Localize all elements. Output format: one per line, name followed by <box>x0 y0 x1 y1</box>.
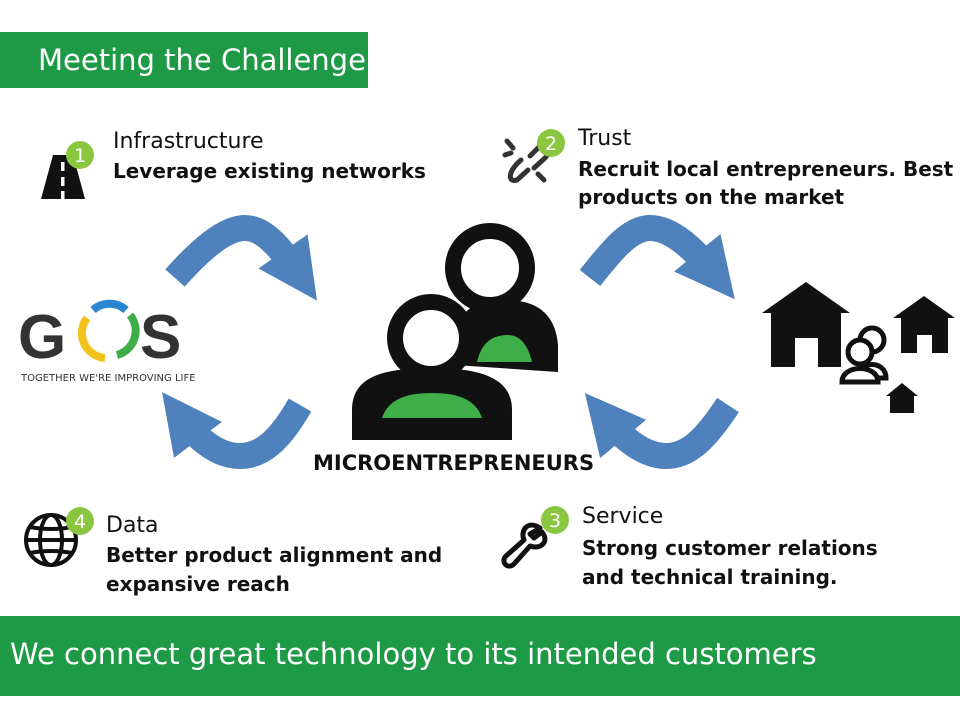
logo-letter-s: S <box>140 303 181 372</box>
step-1-badge: 1 <box>66 141 94 169</box>
step-4-title: Data <box>106 513 159 538</box>
step-4-desc-line-2: expansive reach <box>106 572 290 596</box>
step-2-number: 2 <box>545 133 557 155</box>
arrow-customers-to-center <box>584 393 739 470</box>
step-2-badge: 2 <box>537 129 565 157</box>
step-3-desc-line-2: and technical training. <box>582 565 838 589</box>
arrow-logo-to-center <box>165 214 318 301</box>
logo-letter-g: G <box>18 303 66 372</box>
step-4-badge: 4 <box>66 507 94 535</box>
center-label: MICROENTREPRENEURS <box>313 451 595 475</box>
title-bar: Meeting the Challenge <box>0 32 368 88</box>
step-3-number: 3 <box>549 510 561 532</box>
arrow-center-to-logo <box>162 392 312 470</box>
logo-tagline: TOGETHER WE'RE IMPROVING LIFE <box>21 373 196 384</box>
step-2-desc-line-2: products on the market <box>578 185 845 209</box>
step-2-desc-line-1: Recruit local entrepreneurs. Best <box>578 157 954 181</box>
slide-title: Meeting the Challenge <box>38 43 366 77</box>
step-1-desc-line-1: Leverage existing networks <box>113 159 426 183</box>
step-3-badge: 3 <box>541 506 569 534</box>
step-1-title: Infrastructure <box>113 129 264 154</box>
step-2-title: Trust <box>578 126 632 151</box>
wrench-icon <box>501 522 548 569</box>
step-1-number: 1 <box>74 145 86 167</box>
step-4-number: 4 <box>74 511 86 533</box>
step-3-desc-line-1: Strong customer relations <box>582 536 878 560</box>
step-3-title: Service <box>582 504 664 529</box>
arrow-center-to-customers <box>579 214 735 300</box>
footer-text: We connect great technology to its inten… <box>10 637 817 671</box>
footer-bar: We connect great technology to its inten… <box>0 616 960 696</box>
gcs-ring-logo <box>77 299 140 362</box>
houses-icon <box>762 282 955 413</box>
step-4-desc-line-1: Better product alignment and <box>106 543 443 567</box>
people-icon <box>352 223 558 440</box>
